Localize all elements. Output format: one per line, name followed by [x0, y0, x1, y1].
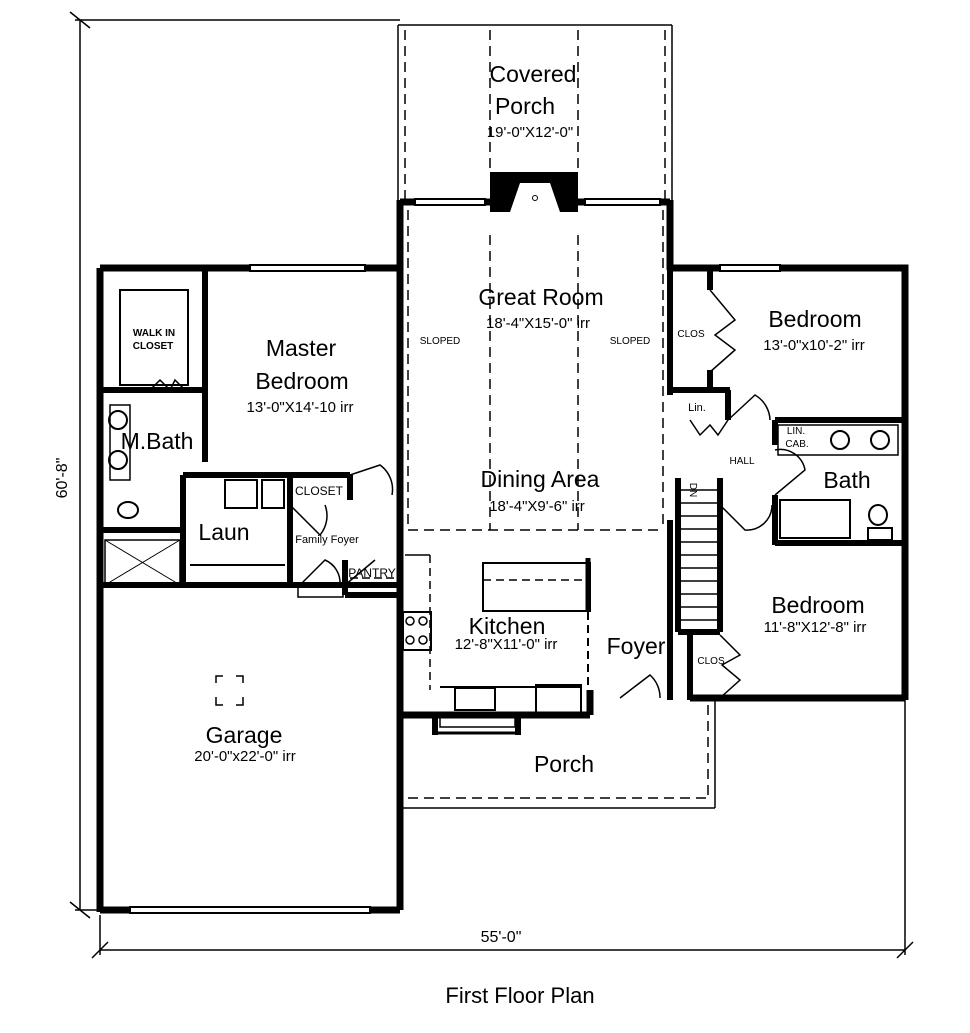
great-room-size: 18'-4"X15'-0" irr: [486, 315, 590, 332]
bedroom-2-closet-label: CLOS: [677, 329, 705, 340]
bedroom-3-size: 11'-8"X12'-8" irr: [763, 619, 867, 636]
walk-in-closet-line1: WALK IN: [132, 328, 176, 339]
dining-area-size: 18'-4"X9'-6" irr: [489, 498, 585, 515]
sloped-right-label: SLOPED: [609, 336, 651, 347]
width-dimension-line: [91, 700, 914, 959]
hall-label: HALL: [729, 456, 755, 467]
master-bath-name: M.Bath: [120, 428, 194, 454]
front-porch-outline: [400, 700, 716, 809]
bedroom-3-name: Bedroom: [771, 592, 865, 618]
dining-area-name: Dining Area: [480, 466, 600, 492]
garage-name: Garage: [205, 722, 283, 748]
covered-porch-size: 19'-0"X12'-0": [486, 124, 574, 141]
master-bedroom-name-line1: Master: [265, 335, 337, 361]
linen-cabinet-line2: CAB.: [785, 439, 809, 450]
kitchen-name: Kitchen: [468, 613, 546, 639]
covered-porch-name-line1: Covered: [489, 61, 577, 87]
bedroom-3-closet-label: CLOS: [697, 656, 725, 667]
covered-porch-name-line2: Porch: [494, 93, 556, 119]
plan-title: First Floor Plan: [445, 983, 595, 1008]
family-foyer-name: Family Foyer: [295, 534, 359, 546]
covered-porch-outline: [404, 30, 666, 200]
foyer-name: Foyer: [606, 633, 666, 659]
pantry-name: PANTRY: [348, 566, 396, 580]
overall-depth-dimension: 60'-8": [54, 457, 71, 499]
staircase: [678, 489, 720, 621]
bath-name: Bath: [823, 467, 871, 493]
kitchen-fixtures: [402, 554, 591, 735]
bedroom-2-name: Bedroom: [768, 306, 862, 332]
porch-name: Porch: [533, 751, 595, 777]
stairs-down-label: DN: [687, 482, 698, 498]
kitchen-size: 12'-8"X11'-0" irr: [454, 636, 558, 653]
great-room-name: Great Room: [478, 284, 604, 310]
sloped-left-label: SLOPED: [419, 336, 461, 347]
master-bedroom-name-line2: Bedroom: [255, 368, 349, 394]
walk-in-closet-line2: CLOSET: [132, 341, 174, 352]
sloped-ceiling-lines: [407, 210, 664, 531]
garage-size: 20'-0"x22'-0" irr: [194, 748, 296, 765]
master-bedroom-size: 13'-0"X14'-10 irr: [246, 399, 354, 416]
closet-name: CLOSET: [294, 484, 344, 498]
depth-dimension-line: [69, 11, 400, 919]
linen-closet-label: Lin.: [688, 402, 706, 414]
overall-width-dimension: 55'-0": [480, 929, 522, 946]
laundry-name: Laun: [198, 519, 250, 545]
linen-cabinet-line1: LIN.: [786, 426, 806, 437]
bedroom-2-size: 13'-0"x10'-2" irr: [763, 337, 865, 354]
